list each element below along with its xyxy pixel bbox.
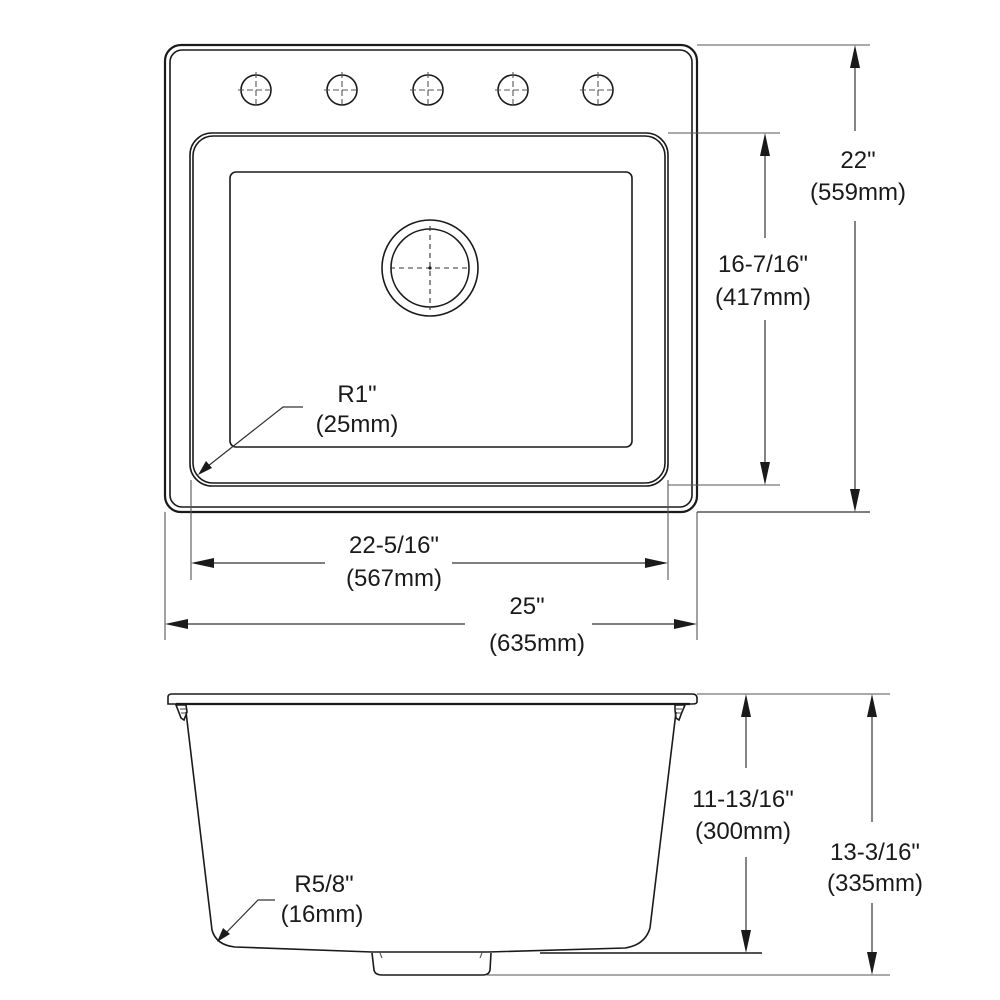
- bowl-depth-imperial: 16-7/16": [718, 251, 808, 278]
- drain-icon: [381, 219, 479, 317]
- overall-height-dimension: 13-3/16" (335mm): [827, 694, 923, 975]
- side-drain-outlet: [371, 952, 492, 976]
- bottom-radius-callout: R5/8" (16mm): [217, 871, 363, 942]
- bowl-outline: [189, 132, 669, 487]
- bottom-radius-metric: (16mm): [281, 901, 364, 928]
- mounting-clip-right-icon: [674, 704, 687, 722]
- overall-width-dimension: 25" (635mm): [165, 593, 697, 657]
- bowl-depth-dimension: 16-7/16" (417mm): [715, 133, 811, 485]
- bowl-height-dimension: 11-13/16" (300mm): [692, 694, 794, 953]
- bowl-depth-metric: (417mm): [715, 284, 811, 311]
- bowl-width-metric: (567mm): [346, 565, 442, 592]
- bowl-outline-inner: [192, 135, 666, 484]
- overall-depth-metric: (559mm): [810, 179, 906, 206]
- overall-width-imperial: 25": [509, 593, 544, 620]
- overall-depth-dimension: 22" (559mm): [810, 45, 906, 512]
- bowl-bottom: [229, 171, 633, 448]
- side-bowl-body: [185, 711, 677, 953]
- corner-radius-metric: (25mm): [316, 411, 399, 438]
- bottom-radius-imperial: R5/8": [294, 871, 353, 898]
- bowl-width-dimension: 22-5/16" (567mm): [191, 532, 668, 592]
- side-rim: [167, 693, 698, 705]
- sink-outer-rim-inner-edge: [169, 49, 693, 508]
- faucet-hole-icon: [324, 72, 360, 108]
- faucet-hole-icon: [410, 72, 446, 108]
- sink-outer-rim: [163, 43, 699, 514]
- overall-height-metric: (335mm): [827, 870, 923, 897]
- faucet-hole-icon: [238, 72, 274, 108]
- overall-height-imperial: 13-3/16": [830, 839, 920, 866]
- mounting-clip-left-icon: [174, 704, 188, 722]
- faucet-hole-icon: [580, 72, 616, 108]
- faucet-hole-icon: [495, 72, 531, 108]
- bowl-width-imperial: 22-5/16": [349, 532, 439, 559]
- bowl-height-imperial: 11-13/16": [692, 786, 793, 813]
- corner-radius-callout: R1" (25mm): [198, 381, 398, 475]
- top-view: R1" (25mm) 22" (559mm) 16-7/16" (417: [163, 43, 906, 657]
- side-view: R5/8" (16mm) 11-13/16" (300mm) 13-3/16" …: [167, 693, 923, 976]
- overall-width-metric: (635mm): [489, 630, 585, 657]
- bowl-height-metric: (300mm): [695, 818, 791, 845]
- faucet-holes: [238, 72, 616, 108]
- corner-radius-imperial: R1": [337, 381, 376, 408]
- overall-depth-imperial: 22": [840, 147, 875, 174]
